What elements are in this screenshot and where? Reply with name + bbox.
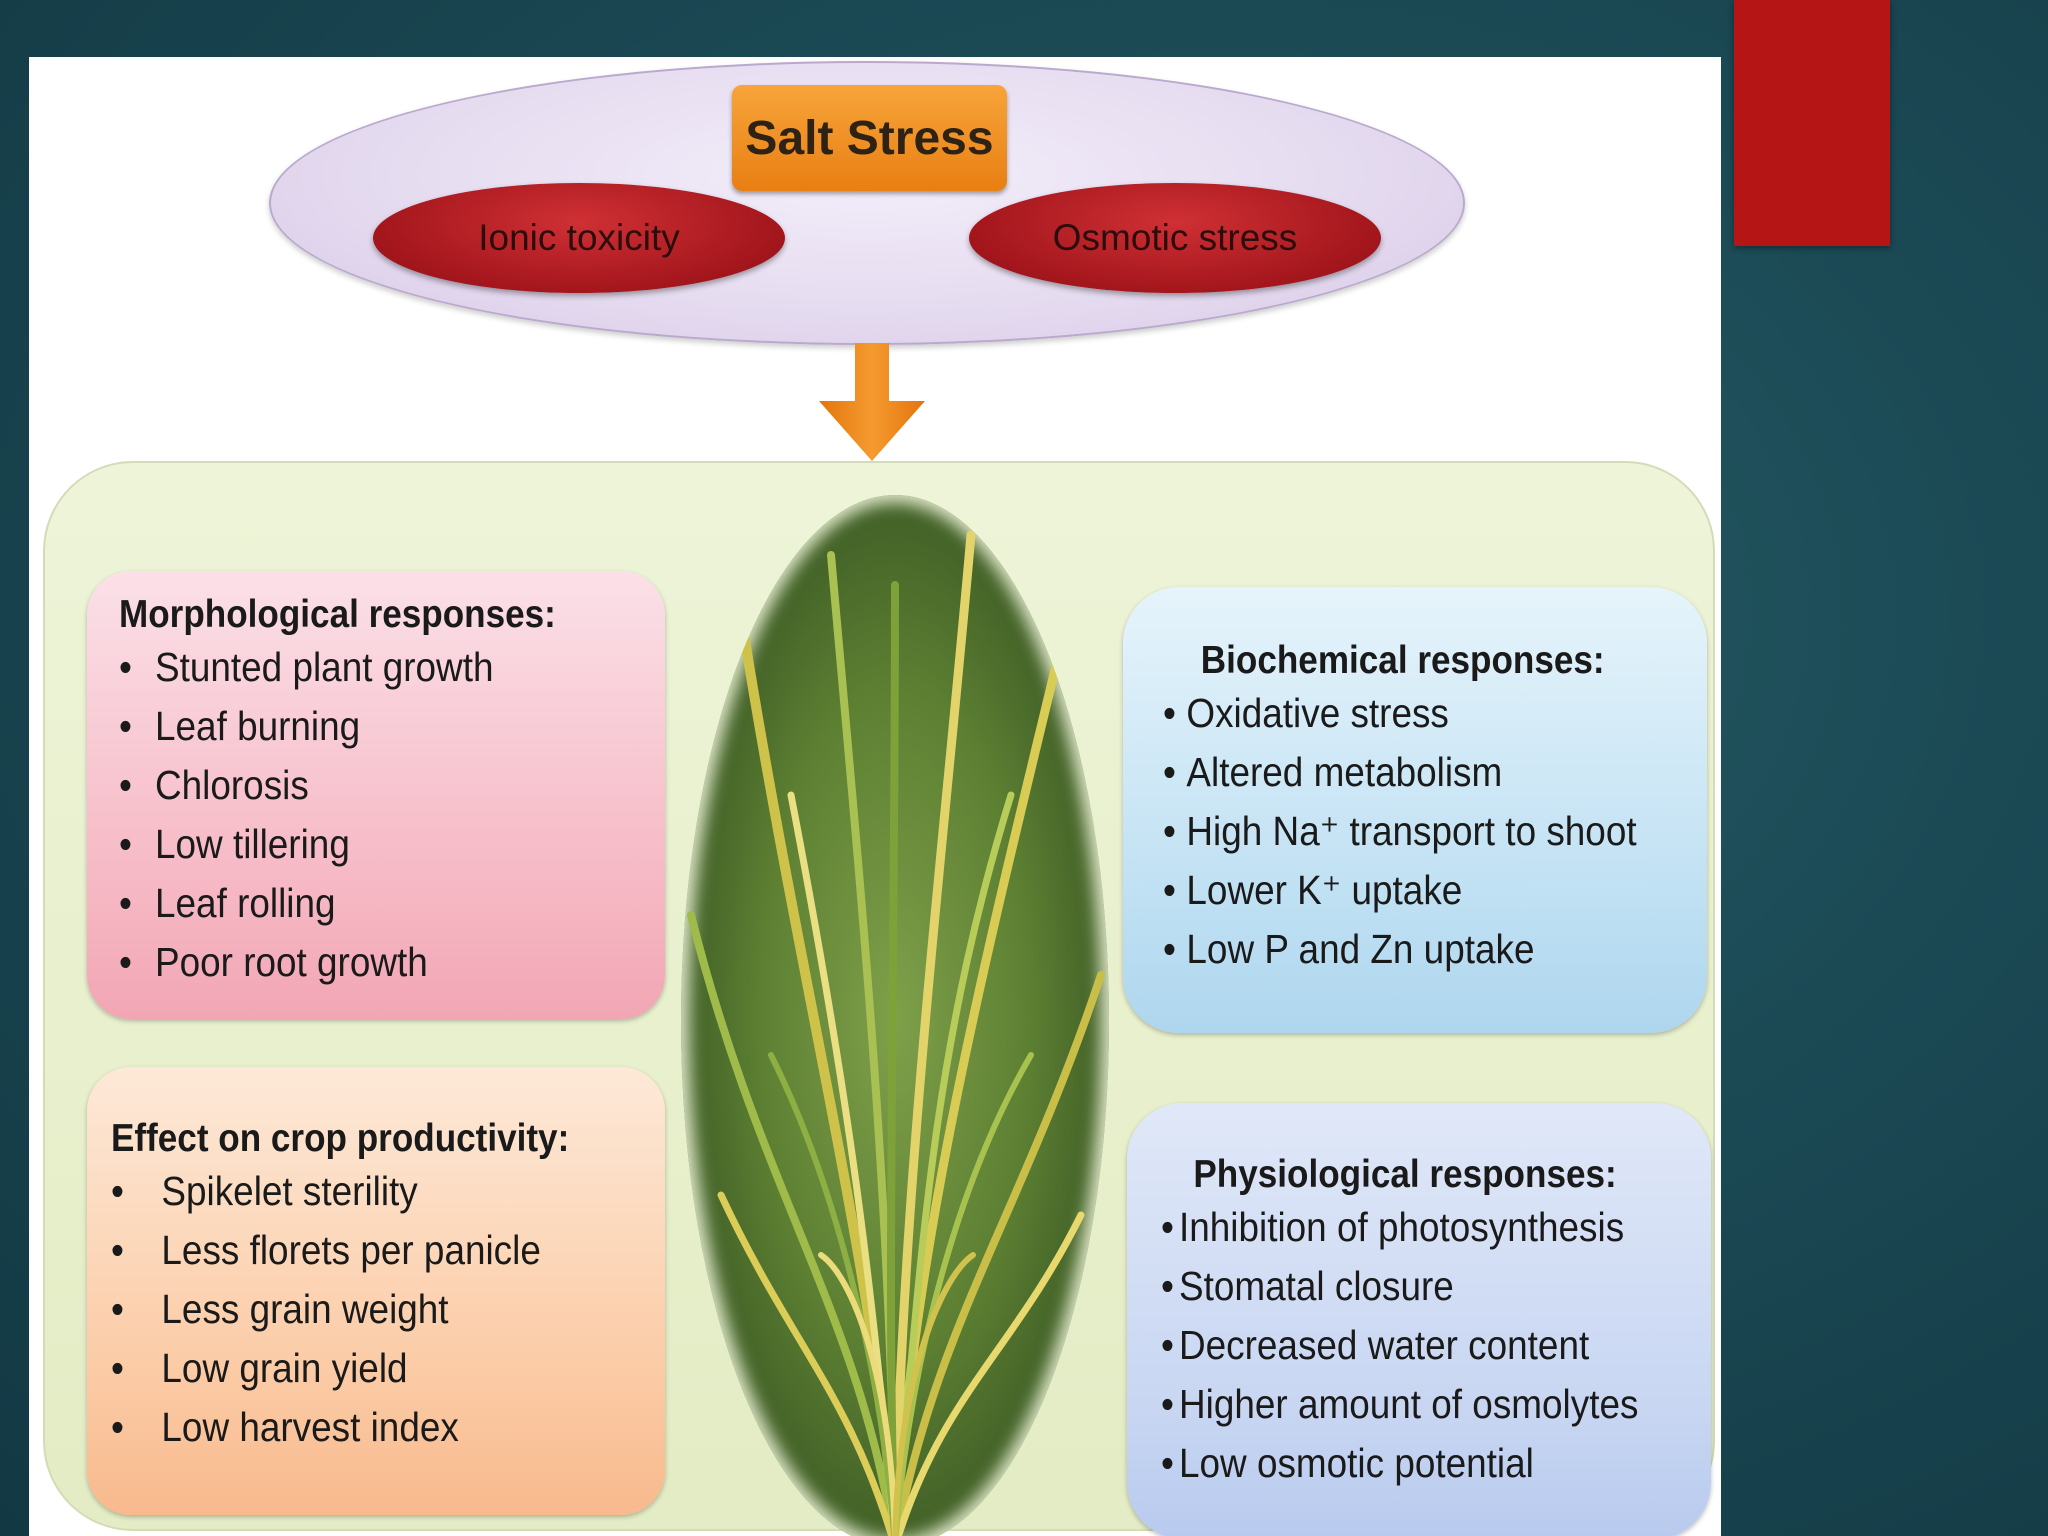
list-item: •High Na⁺ transport to shoot [1163, 802, 1653, 861]
bullet: • [1161, 1380, 1174, 1427]
crop-productivity-list: • Spikelet sterility • Less florets per pa… [111, 1162, 665, 1457]
bullet: • [119, 761, 132, 808]
crop-productivity-box: Effect on crop productivity: • Spikelet s… [87, 1067, 665, 1515]
item-label: Stomatal closure [1179, 1262, 1454, 1309]
morphological-title: Morphological responses: [119, 593, 556, 636]
item-label: Poor root growth [155, 938, 428, 985]
list-item: • Leaf rolling [119, 874, 610, 933]
list-item: •Lower K⁺ uptake [1163, 861, 1653, 920]
list-item: • Low tillering [119, 815, 610, 874]
item-label: Higher amount of osmolytes [1179, 1380, 1639, 1427]
bullet: • [1161, 1439, 1174, 1486]
list-item: •Low P and Zn uptake [1163, 920, 1653, 979]
ionic-toxicity-oval: Ionic toxicity [373, 183, 785, 293]
biochemical-list: •Oxidative stress •Altered metabolism •H… [1163, 684, 1707, 979]
bullet: • [111, 1344, 124, 1391]
list-item: •Altered metabolism [1163, 743, 1653, 802]
list-item: • Leaf burning [119, 697, 610, 756]
rice-plant-image [687, 530, 1105, 1536]
morphological-list: • Stunted plant growth • Leaf burning • Chl… [119, 638, 665, 992]
morphological-responses-box: Morphological responses: • Stunted plant … [87, 571, 665, 1019]
item-label: Less grain weight [161, 1285, 449, 1332]
item-label: Decreased water content [1179, 1321, 1590, 1368]
bullet: • [111, 1226, 124, 1273]
item-label: Low grain yield [161, 1344, 408, 1391]
item-label: Low osmotic potential [1179, 1439, 1534, 1486]
osmotic-stress-oval: Osmotic stress [969, 183, 1381, 293]
bullet: • [1163, 807, 1176, 854]
list-item: • Poor root growth [119, 933, 610, 992]
physiological-list: •Inhibition of photosynthesis •Stomatal … [1161, 1198, 1711, 1493]
rice-plant-photo [681, 495, 1109, 1536]
crop-productivity-title: Effect on crop productivity: [111, 1117, 570, 1160]
list-item: •Stomatal closure [1161, 1257, 1656, 1316]
item-label: Lower K⁺ uptake [1186, 866, 1463, 913]
physiological-responses-box: Physiological responses: •Inhibition of … [1127, 1103, 1711, 1536]
list-item: • Stunted plant growth [119, 638, 610, 697]
list-item: • Less florets per panicle [111, 1221, 610, 1280]
list-item: •Low osmotic potential [1161, 1434, 1656, 1493]
list-item: • Low grain yield [111, 1339, 610, 1398]
bullet: • [1163, 689, 1176, 736]
bullet: • [111, 1285, 124, 1332]
bullet: • [119, 938, 132, 985]
bullet: • [1161, 1321, 1174, 1368]
ionic-toxicity-label: Ionic toxicity [478, 217, 680, 258]
item-label: Inhibition of photosynthesis [1179, 1203, 1625, 1250]
bullet: • [119, 643, 132, 690]
item-label: Oxidative stress [1186, 689, 1449, 736]
item-label: Leaf rolling [155, 879, 336, 926]
salt-stress-box: Salt Stress [732, 85, 1007, 191]
list-item: • Low harvest index [111, 1398, 610, 1457]
item-label: Low tillering [155, 820, 350, 867]
item-label: Leaf burning [155, 702, 361, 749]
down-arrow-icon [819, 343, 925, 461]
item-label: Stunted plant growth [155, 643, 494, 690]
list-item: •Higher amount of osmolytes [1161, 1375, 1656, 1434]
item-label: Low harvest index [161, 1403, 459, 1450]
bullet: • [1161, 1262, 1174, 1309]
list-item: • Spikelet sterility [111, 1162, 610, 1221]
bullet: • [1161, 1203, 1174, 1250]
slide-accent-bar [1734, 0, 1890, 246]
list-item: • Less grain weight [111, 1280, 610, 1339]
item-label: Spikelet sterility [161, 1167, 418, 1214]
bullet: • [119, 820, 132, 867]
list-item: • Chlorosis [119, 756, 610, 815]
bullet: • [1163, 925, 1176, 972]
biochemical-title: Biochemical responses: [1200, 639, 1605, 682]
osmotic-stress-label: Osmotic stress [1052, 217, 1298, 258]
list-item: •Oxidative stress [1163, 684, 1653, 743]
salt-stress-diagram: Salt Stress Ionic toxicity Osmotic stres… [29, 57, 1721, 1536]
biochemical-responses-box: Biochemical responses: •Oxidative stress… [1123, 587, 1707, 1033]
bullet: • [119, 879, 132, 926]
salt-stress-label: Salt Stress [745, 111, 994, 165]
item-label: Less florets per panicle [161, 1226, 541, 1273]
list-item: •Inhibition of photosynthesis [1161, 1198, 1656, 1257]
bullet: • [111, 1403, 124, 1450]
item-label: Altered metabolism [1186, 748, 1503, 795]
physiological-title: Physiological responses: [1193, 1153, 1617, 1196]
bullet: • [111, 1167, 124, 1214]
bullet: • [119, 702, 132, 749]
bullet: • [1163, 866, 1176, 913]
bullet: • [1163, 748, 1176, 795]
item-label: High Na⁺ transport to shoot [1186, 807, 1637, 854]
item-label: Low P and Zn uptake [1186, 925, 1535, 972]
item-label: Chlorosis [155, 761, 309, 808]
list-item: •Decreased water content [1161, 1316, 1656, 1375]
